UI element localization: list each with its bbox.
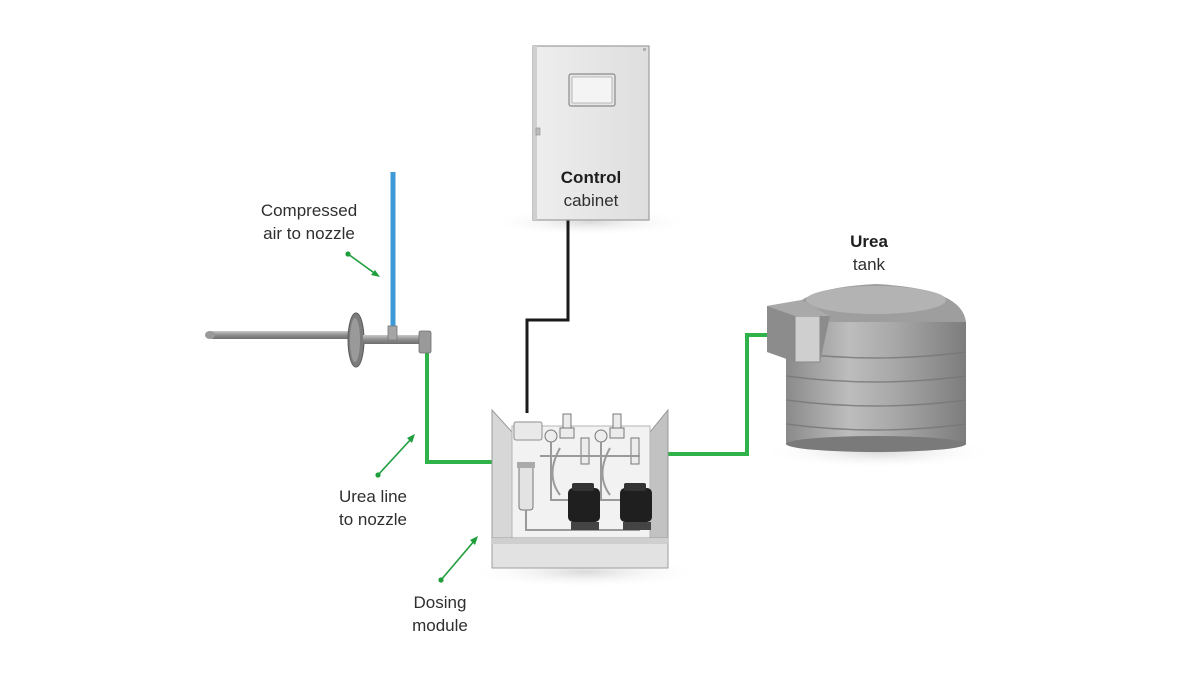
dosing-pump-1	[568, 483, 600, 530]
urea-tank-title: Urea	[850, 232, 888, 251]
pointer-urea-line	[375, 434, 415, 478]
urea-tank	[767, 284, 967, 452]
control-cabinet-label: Control cabinet	[531, 166, 651, 212]
pointer-dosing-module	[438, 536, 478, 583]
compressed-air-line1: Compressed	[260, 201, 358, 220]
urea-line-label: Urea line to nozzle	[318, 485, 428, 531]
urea-tank-label: Urea tank	[819, 230, 919, 276]
dosing-module-line1: Dosing	[413, 593, 467, 612]
urea-line-line1: Urea line	[338, 487, 408, 506]
injection-lance	[205, 312, 432, 368]
control-cabinet-title: Control	[560, 168, 622, 187]
compressed-air-label: Compressed air to nozzle	[238, 199, 380, 245]
urea-line-to-nozzle	[425, 352, 493, 464]
pointer-compressed-air	[345, 251, 380, 277]
urea-line-from-tank	[668, 333, 778, 456]
dosing-module-label: Dosing module	[390, 591, 490, 637]
dosing-pump-2	[620, 483, 652, 530]
signal-cable	[525, 218, 570, 413]
compressed-air-line2: air to nozzle	[263, 224, 355, 243]
control-cabinet-subtitle: cabinet	[563, 191, 619, 210]
control-cabinet	[532, 45, 650, 221]
urea-tank-subtitle: tank	[852, 255, 886, 274]
urea-line-line2: to nozzle	[338, 510, 408, 529]
dosing-module-line2: module	[412, 616, 468, 635]
dosing-module	[491, 408, 669, 569]
